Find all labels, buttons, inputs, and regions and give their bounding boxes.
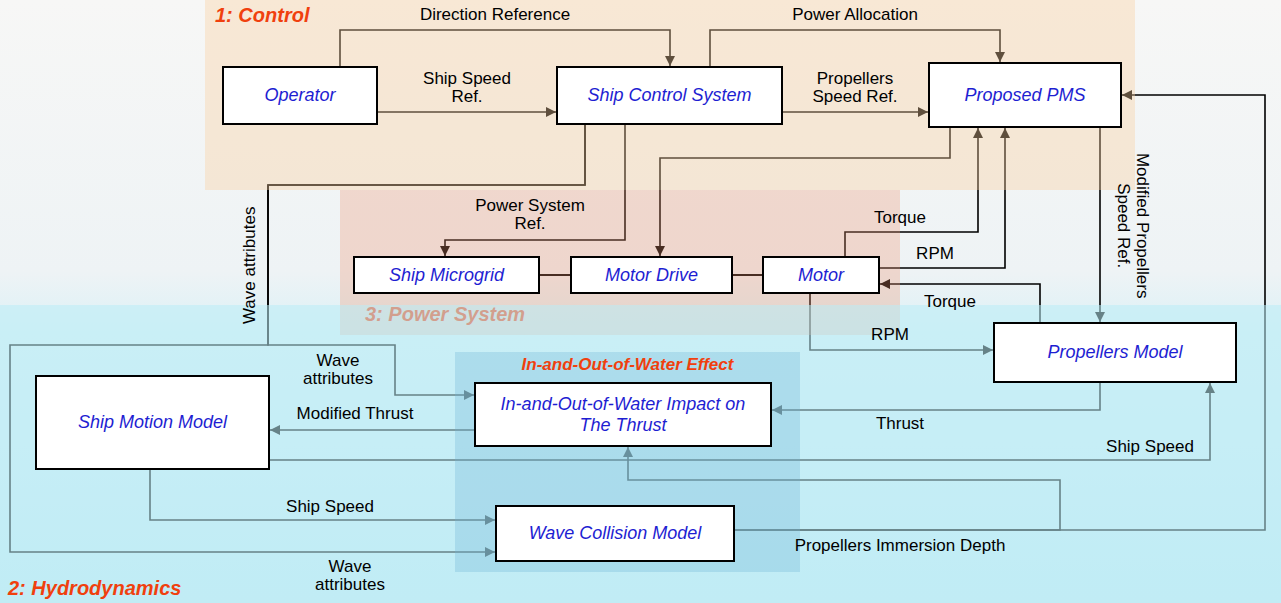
process-box: Proposed PMS <box>928 62 1122 128</box>
process-box: In-and-Out-of-Water Impact on The Thrust <box>474 382 772 447</box>
edge-label-holder: Thrust <box>860 415 940 434</box>
edge-label: RPM <box>905 245 965 264</box>
edge-label-holder: Torque <box>905 293 995 312</box>
edge-label-holder: RPM <box>860 326 920 345</box>
edge-label: Wave attributes <box>293 352 383 389</box>
edge-label: Direction Reference <box>385 6 605 25</box>
edge-label-holder: Power Allocation <box>755 6 955 25</box>
process-box: Operator <box>222 66 378 125</box>
region-band: 1: ControlOperatorShip Control SystemPro… <box>205 0 1135 190</box>
region-heading: 2: Hydrodynamics <box>8 577 1281 600</box>
signal-label-holder: Wave attributes <box>241 190 260 340</box>
edge-label-holder: Modified Propellers Speed Ref. <box>1113 140 1150 310</box>
process-box: Motor <box>762 256 880 294</box>
edge-label-holder: Wave attributes <box>305 558 395 595</box>
region-band: 2: Hydrodynamics Ship Motion Model In-and-… <box>0 305 1281 603</box>
box-label: Wave Collision Model <box>529 523 702 544</box>
edge-label: Ship Speed Ref. <box>417 70 517 107</box>
process-box: Motor Drive <box>570 256 733 294</box>
edge-label: Modified Thrust <box>280 405 430 424</box>
edge-label-holder: Power System Ref. <box>470 197 590 234</box>
edge-label-holder: Torque <box>855 209 945 228</box>
process-box: Propellers Model <box>993 322 1237 383</box>
box-label: Propellers Model <box>1047 342 1182 363</box>
edge-label: Propellers Immersion Depth <box>770 537 1030 556</box>
edge-label-holder: Ship Speed <box>280 498 380 517</box>
box-label: Operator <box>264 85 335 106</box>
region-band: In-and-Out-of-Water EffectIn-and-Out-of-… <box>455 352 800 572</box>
region-heading: In-and-Out-of-Water Effect <box>455 355 800 375</box>
edge-label: Power Allocation <box>755 6 955 25</box>
process-box: Ship Microgrid <box>353 256 540 294</box>
edge-label-holder: RPM <box>905 245 965 264</box>
edge-label-holder: Ship Speed Ref. <box>417 70 517 107</box>
edge-label: Torque <box>905 293 995 312</box>
edge-label-holder: Modified Thrust <box>280 405 430 424</box>
edge-label: Ship Speed <box>280 498 380 517</box>
box-label: Motor Drive <box>605 265 698 286</box>
box-label: In-and-Out-of-Water Impact on The Thrust <box>484 394 762 435</box>
edge-label: Ship Speed <box>1100 438 1200 457</box>
edge-label: Torque <box>855 209 945 228</box>
process-box: Ship Control System <box>556 66 783 125</box>
edge-label: RPM <box>860 326 920 345</box>
edge-label: Propellers Speed Ref. <box>805 70 905 107</box>
box-label: Proposed PMS <box>964 85 1085 106</box>
edge-label-holder: Wave attributes <box>293 352 383 389</box>
process-box: Wave Collision Model <box>495 505 735 562</box>
edge-label-holder: Propellers Immersion Depth <box>770 537 1030 556</box>
region-heading: 1: Control <box>215 4 1145 27</box>
box-label: Ship Control System <box>587 85 751 106</box>
edge-label: Wave attributes <box>305 558 395 595</box>
edge-label-holder: Propellers Speed Ref. <box>805 70 905 107</box>
edge-label-holder: Ship Speed <box>1100 438 1200 457</box>
edge-label: Power System Ref. <box>470 197 590 234</box>
edge-label-holder: Direction Reference <box>385 6 605 25</box>
signal-label: Wave attributes <box>241 190 260 340</box>
process-box: Ship Motion Model <box>35 375 270 470</box>
box-label: Ship Microgrid <box>389 265 504 286</box>
box-label: Ship Motion Model <box>78 412 227 433</box>
box-label: Motor <box>798 265 844 286</box>
edge-label: Modified Propellers Speed Ref. <box>1113 140 1150 310</box>
edge-label: Thrust <box>860 415 940 434</box>
